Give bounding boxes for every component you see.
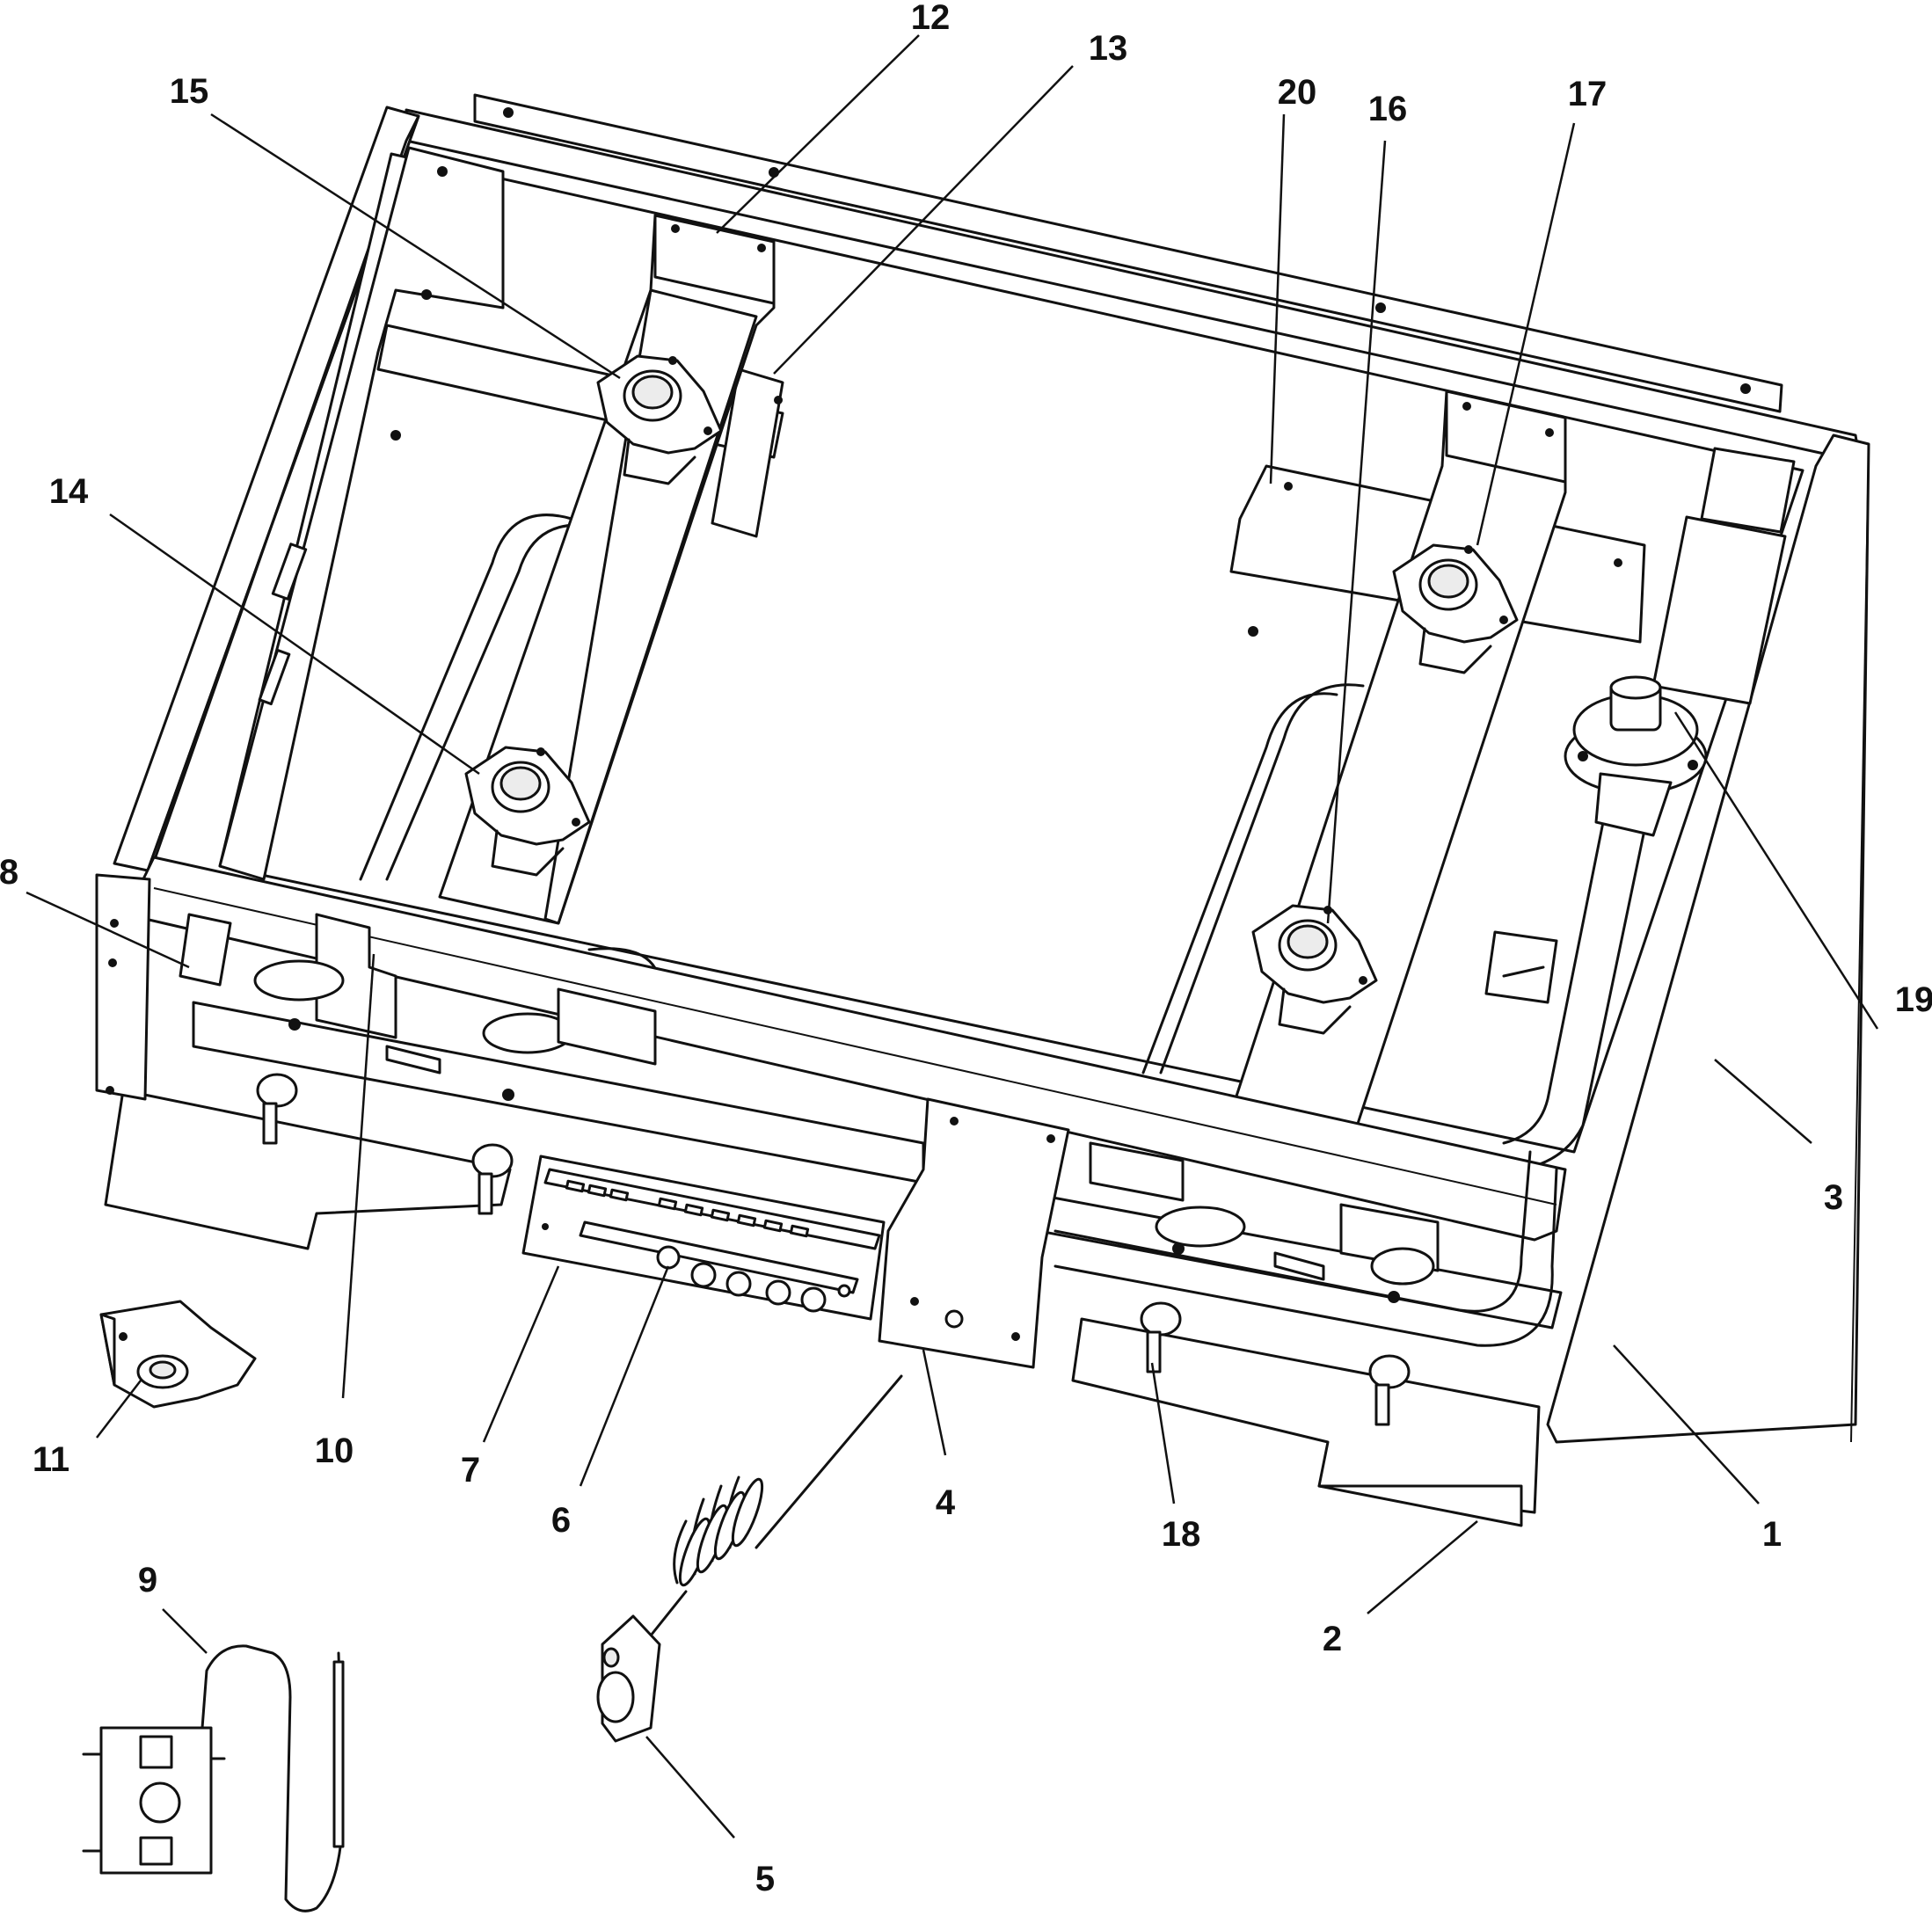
cooktop-chassis [95,93,1870,1527]
callout-20: 20 [1278,73,1317,112]
callout-18: 18 [1162,1515,1201,1554]
burner-head-16 [1251,904,1378,1035]
callout-17: 17 [1568,75,1608,113]
callout-3: 3 [1824,1178,1843,1217]
callout-15: 15 [170,72,209,111]
callout-5: 5 [755,1860,775,1898]
callout-19: 19 [1895,980,1932,1019]
callout-16: 16 [1368,90,1408,128]
part-11-switch-icon [99,1300,257,1409]
callout-4: 4 [936,1483,956,1522]
regulator-icon [1564,675,1708,837]
control-panel [521,1155,886,1321]
callout-6: 6 [551,1501,571,1540]
part-5-igniter-icon [596,1374,903,1743]
burner-head-15 [596,354,723,485]
callout-10: 10 [315,1432,354,1470]
callout-12: 12 [911,0,951,37]
valve-right-2 [1368,1354,1411,1426]
valve-left-1 [256,1073,298,1145]
callout-7: 7 [461,1451,480,1490]
burner-head-17 [1392,543,1519,674]
callout-9: 9 [138,1561,157,1599]
callout-1: 1 [1762,1515,1782,1554]
callout-13: 13 [1089,29,1128,68]
callout-11: 11 [33,1440,69,1479]
callout-2: 2 [1323,1620,1342,1658]
callout-8: 8 [0,853,18,892]
burner-head-14 [464,746,591,877]
panel-indicators [565,1179,810,1238]
valve-left-2 [471,1143,514,1215]
callout-14: 14 [49,472,89,511]
part-9-thermostat-icon [82,1644,345,1912]
leader-lines [26,34,1879,1839]
valve-right-1 [1140,1301,1182,1373]
